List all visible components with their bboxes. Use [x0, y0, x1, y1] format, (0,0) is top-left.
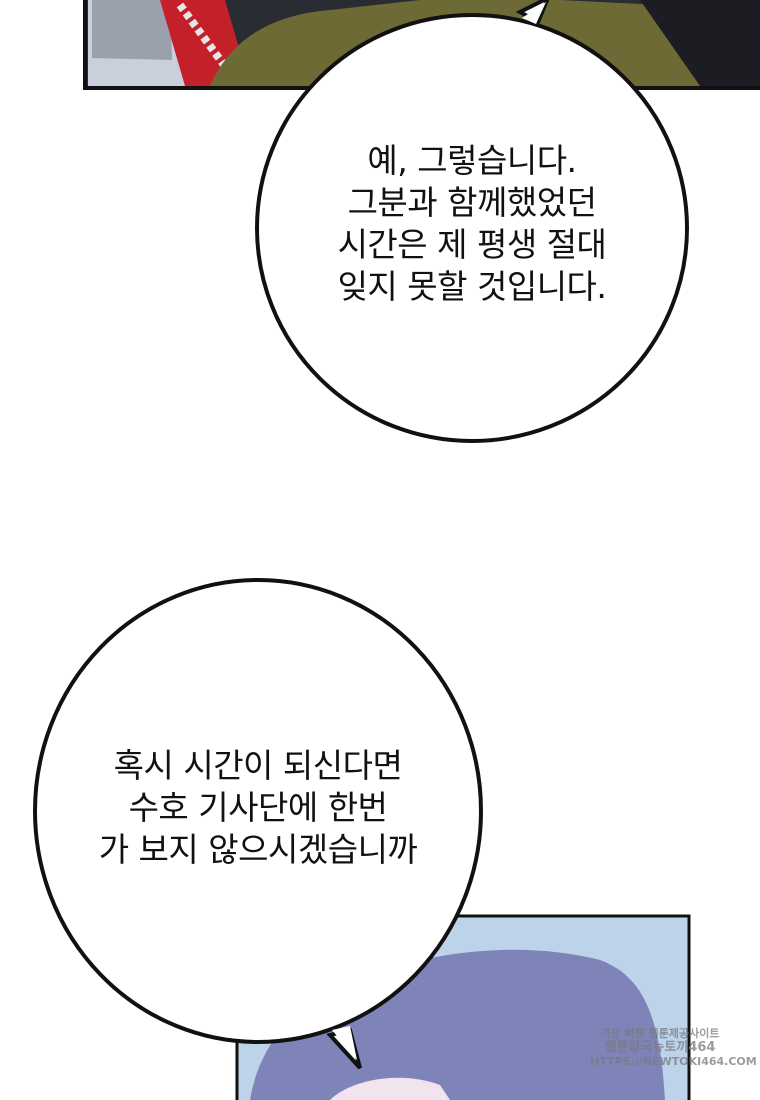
- dialogue-line: 가 보지 않으시겠습니까: [98, 830, 418, 869]
- watermark-line: 웹툰왕국뉴토끼464: [604, 1040, 716, 1055]
- dialogue-line: 예, 그렇습니다.: [367, 141, 577, 180]
- watermark-line: HTTPS://NEWTOKI464.COM: [590, 1055, 757, 1068]
- dialogue-text-1: 예, 그렇습니다. 그분과 함께했었던 시간은 제 평생 절대 잊지 못할 것입…: [272, 140, 672, 308]
- dialogue-line: 수호 기사단에 한번: [128, 788, 388, 827]
- speech-bubble-2: [33, 578, 483, 1070]
- dialogue-line: 시간은 제 평생 절대: [337, 225, 607, 264]
- dialogue-line: 그분과 함께했었던: [347, 183, 597, 222]
- dialogue-text-2: 혹시 시간이 되신다면 수호 기사단에 한번 가 보지 않으시겠습니까: [48, 745, 468, 871]
- watermark-line: 가장 빠른 웹툰제공사이트: [600, 1027, 720, 1040]
- speech-bubble-1: [255, 0, 689, 443]
- dialogue-line: 잊지 못할 것입니다.: [337, 267, 607, 306]
- dialogue-line: 혹시 시간이 되신다면: [113, 746, 403, 785]
- watermark: 가장 빠른 웹툰제공사이트 웹툰왕국뉴토끼464 HTTPS://NEWTOKI…: [590, 1027, 757, 1069]
